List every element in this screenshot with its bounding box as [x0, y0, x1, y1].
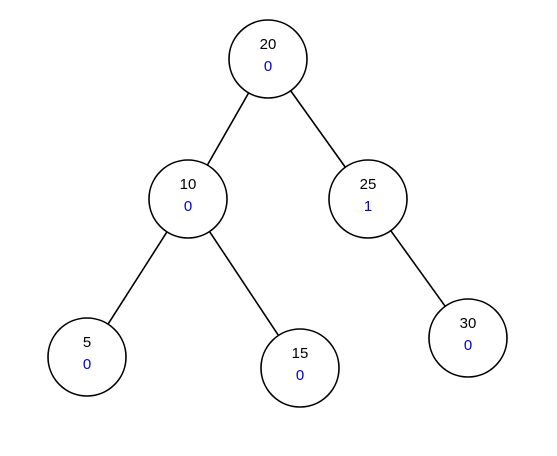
- node-key-label: 10: [180, 176, 197, 193]
- node-circle: [328, 159, 408, 239]
- tree-node-25: 251: [328, 159, 408, 239]
- node-key-label: 15: [292, 345, 309, 362]
- node-circle: [260, 328, 340, 408]
- tree-edges: [107, 90, 446, 336]
- node-balance-label: 0: [184, 198, 192, 215]
- node-balance-label: 0: [83, 356, 91, 373]
- node-balance-label: 0: [464, 337, 472, 354]
- node-circle: [148, 159, 228, 239]
- edge-n20-n10: [206, 92, 250, 166]
- node-circle: [47, 317, 127, 397]
- edge-n25-n30: [390, 230, 446, 307]
- node-circle: [428, 298, 508, 378]
- tree-node-5: 50: [47, 317, 127, 397]
- tree-node-30: 300: [428, 298, 508, 378]
- node-key-label: 5: [83, 334, 91, 351]
- node-key-label: 25: [360, 176, 377, 193]
- node-balance-label: 0: [264, 58, 272, 75]
- node-balance-label: 1: [364, 198, 372, 215]
- edge-n10-n5: [107, 231, 168, 325]
- node-balance-label: 0: [296, 367, 304, 384]
- tree-node-20: 200: [228, 19, 308, 99]
- node-circle: [228, 19, 308, 99]
- edge-n10-n15: [208, 231, 280, 336]
- node-key-label: 30: [460, 315, 477, 332]
- edge-n20-n25: [290, 90, 346, 168]
- tree-node-10: 100: [148, 159, 228, 239]
- node-key-label: 20: [260, 36, 277, 53]
- tree-node-15: 150: [260, 328, 340, 408]
